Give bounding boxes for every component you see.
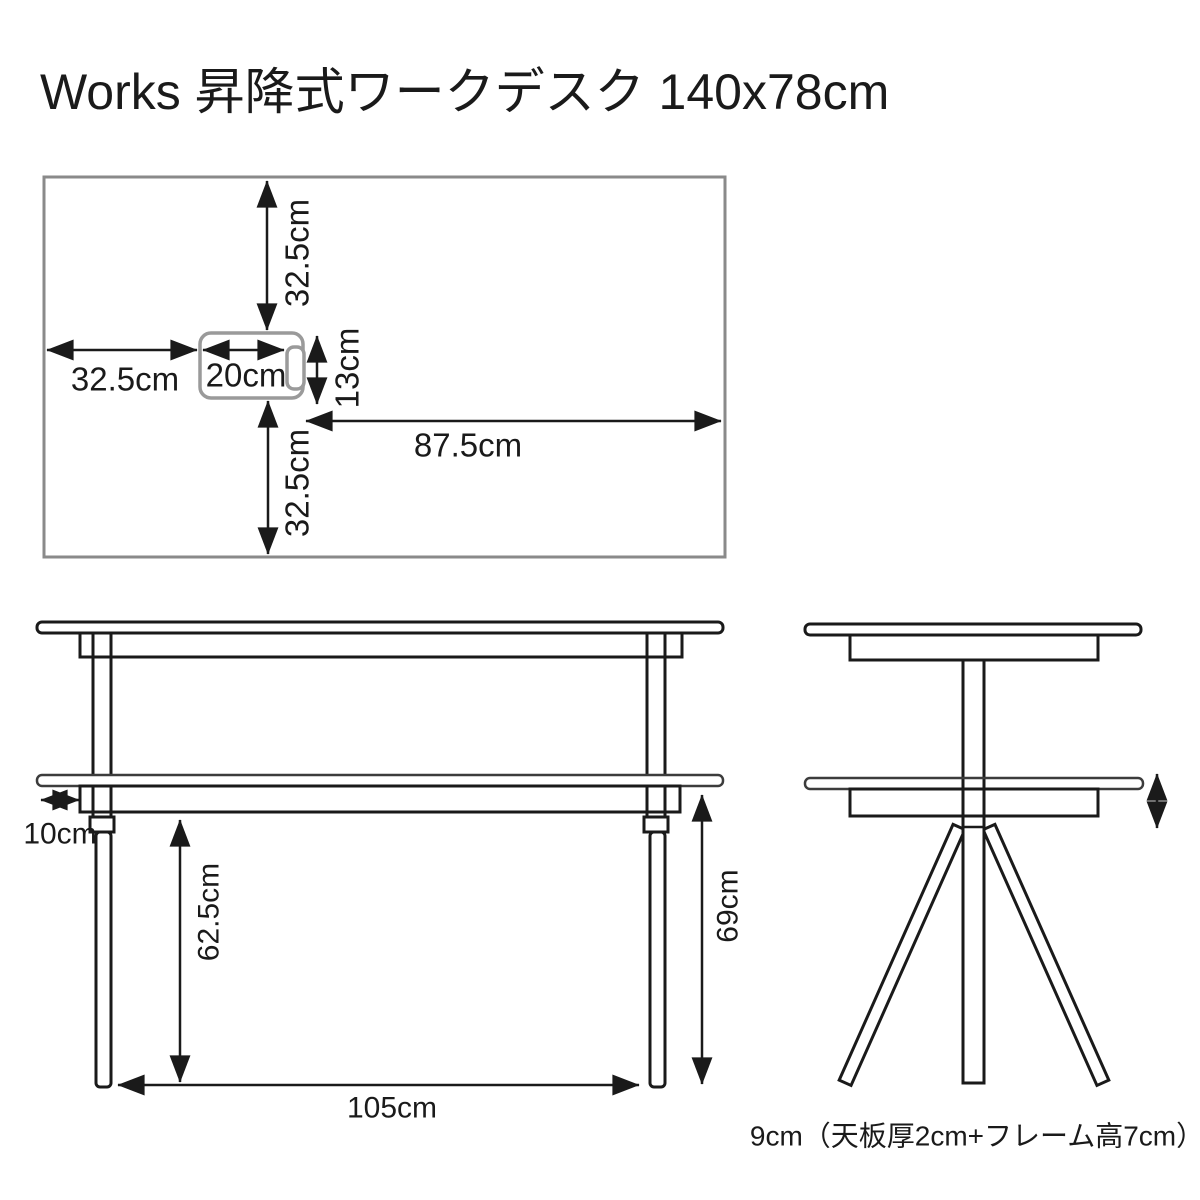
right-leg-upper: [645, 631, 667, 819]
tabletop-front: [35, 620, 725, 635]
dim-label-under-frame: 69cm: [712, 869, 745, 942]
grommet-slot: [285, 345, 306, 391]
shelf-frame-front: [78, 784, 682, 814]
dim-label-grommet-width: 20cm: [206, 357, 287, 394]
dim-label-top-offset: 32.5cm: [279, 199, 316, 307]
front-view: 10cm 62.5cm 69cm 105cm: [23, 620, 745, 1125]
top-frame-front: [78, 631, 684, 659]
shelf-side: [803, 776, 1145, 791]
shelf-frame-side: [848, 787, 1100, 818]
tabletop-outline-top-view: [42, 175, 727, 559]
dim-label-grommet-height: 13cm: [329, 328, 366, 409]
column-upper: [961, 658, 986, 818]
left-leg-lower: [94, 830, 113, 1089]
shelf-front: [35, 773, 725, 788]
star-leg-left: [837, 822, 967, 1088]
star-leg-right: [981, 822, 1111, 1088]
dim-label-overhang: 10cm: [23, 818, 96, 851]
shelf-thickness-note: 9cm（天板厚2cm+フレーム高7cm）: [750, 1121, 1200, 1152]
right-leg-collar: [642, 815, 670, 834]
dim-label-under-shelf: 62.5cm: [193, 863, 226, 961]
drawing-title: Works 昇降式ワークデスク 140x78cm: [40, 64, 890, 120]
right-leg-lower: [648, 830, 667, 1089]
tabletop-side: [803, 622, 1143, 637]
top-view: 32.5cm 32.5cm 20cm 13cm 87.5cm 32.5cm: [42, 175, 727, 559]
dim-label-right-offset: 87.5cm: [414, 427, 522, 464]
top-frame-side: [848, 632, 1100, 662]
column-lower: [961, 814, 986, 1085]
side-view: 9cm（天板厚2cm+フレーム高7cm）: [750, 622, 1200, 1152]
dim-label-leg-span: 105cm: [347, 1092, 437, 1125]
dim-label-bottom-offset: 32.5cm: [279, 429, 316, 537]
left-leg-upper: [91, 631, 113, 819]
dim-label-left-offset: 32.5cm: [71, 361, 179, 398]
